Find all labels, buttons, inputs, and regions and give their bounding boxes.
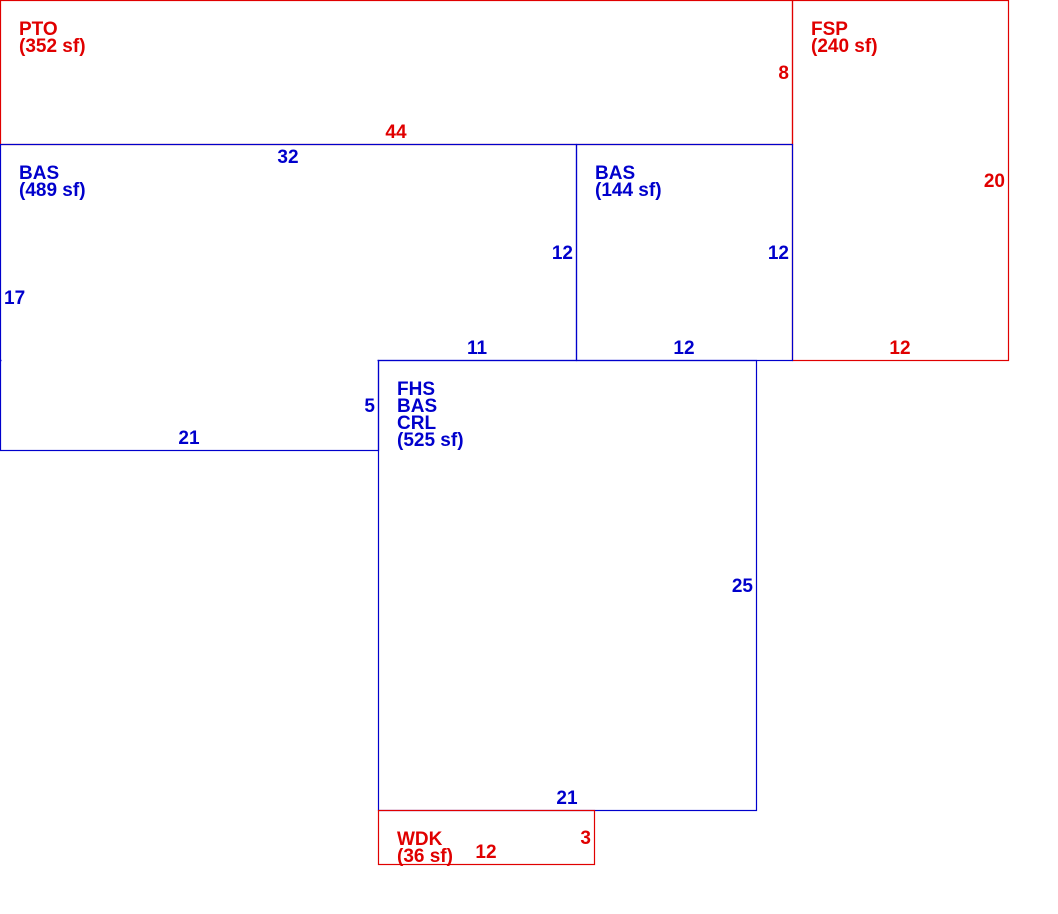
pto-width-dim: 44 — [385, 122, 407, 143]
bas-small-bottom-dim: 12 — [673, 338, 694, 359]
bas-small-right-dim: 12 — [768, 243, 789, 264]
bas-main-left-dim: 17 — [4, 288, 25, 309]
fhs-code-2: BAS — [397, 396, 437, 417]
bas-main-code: BAS — [19, 163, 59, 184]
bas-main-right-dim: 12 — [552, 243, 573, 264]
wdk-area: (36 sf) — [397, 846, 453, 867]
bas-main-area: (489 sf) — [19, 180, 86, 201]
bas-small-area-label: BAS (144 sf) — [595, 163, 662, 201]
fhs-code-3: CRL — [397, 413, 436, 434]
bas-main-bottom-dim: 21 — [178, 428, 200, 449]
fsp-width-dim: 12 — [889, 338, 910, 359]
wdk-code: WDK — [397, 829, 443, 850]
fhs-code-1: FHS — [397, 379, 435, 400]
wdk-depth-dim: 3 — [580, 828, 591, 849]
wdk-outline — [377, 809, 596, 866]
fhs-right-dim: 25 — [732, 576, 754, 597]
pto-area: (352 sf) — [19, 36, 86, 57]
fsp-code: FSP — [811, 19, 848, 40]
wdk-width-dim: 12 — [475, 842, 496, 863]
bas-main-top-dim: 32 — [277, 147, 298, 168]
bas-main-jog-dim: 5 — [364, 396, 375, 417]
bas-small-code: BAS — [595, 163, 635, 184]
pto-depth-dim: 8 — [778, 63, 789, 84]
pto-code: PTO — [19, 19, 58, 40]
wdk-area-label: WDK (36 sf) — [397, 829, 453, 867]
fsp-depth-dim: 20 — [984, 171, 1005, 192]
bas-main-area-label: BAS (489 sf) — [19, 163, 86, 201]
pto-area-label: PTO (352 sf) — [19, 19, 86, 57]
bas-main-step-dim: 11 — [467, 338, 488, 359]
bas-small-area: (144 sf) — [595, 180, 662, 201]
bas-main-outline-upper — [0, 143, 578, 362]
fhs-area-label: FHS BAS CRL (525 sf) — [397, 379, 464, 451]
fsp-area: (240 sf) — [811, 36, 878, 57]
fsp-area-label: FSP (240 sf) — [811, 19, 878, 57]
fhs-bottom-dim: 21 — [556, 788, 578, 809]
fhs-area: (525 sf) — [397, 430, 464, 451]
